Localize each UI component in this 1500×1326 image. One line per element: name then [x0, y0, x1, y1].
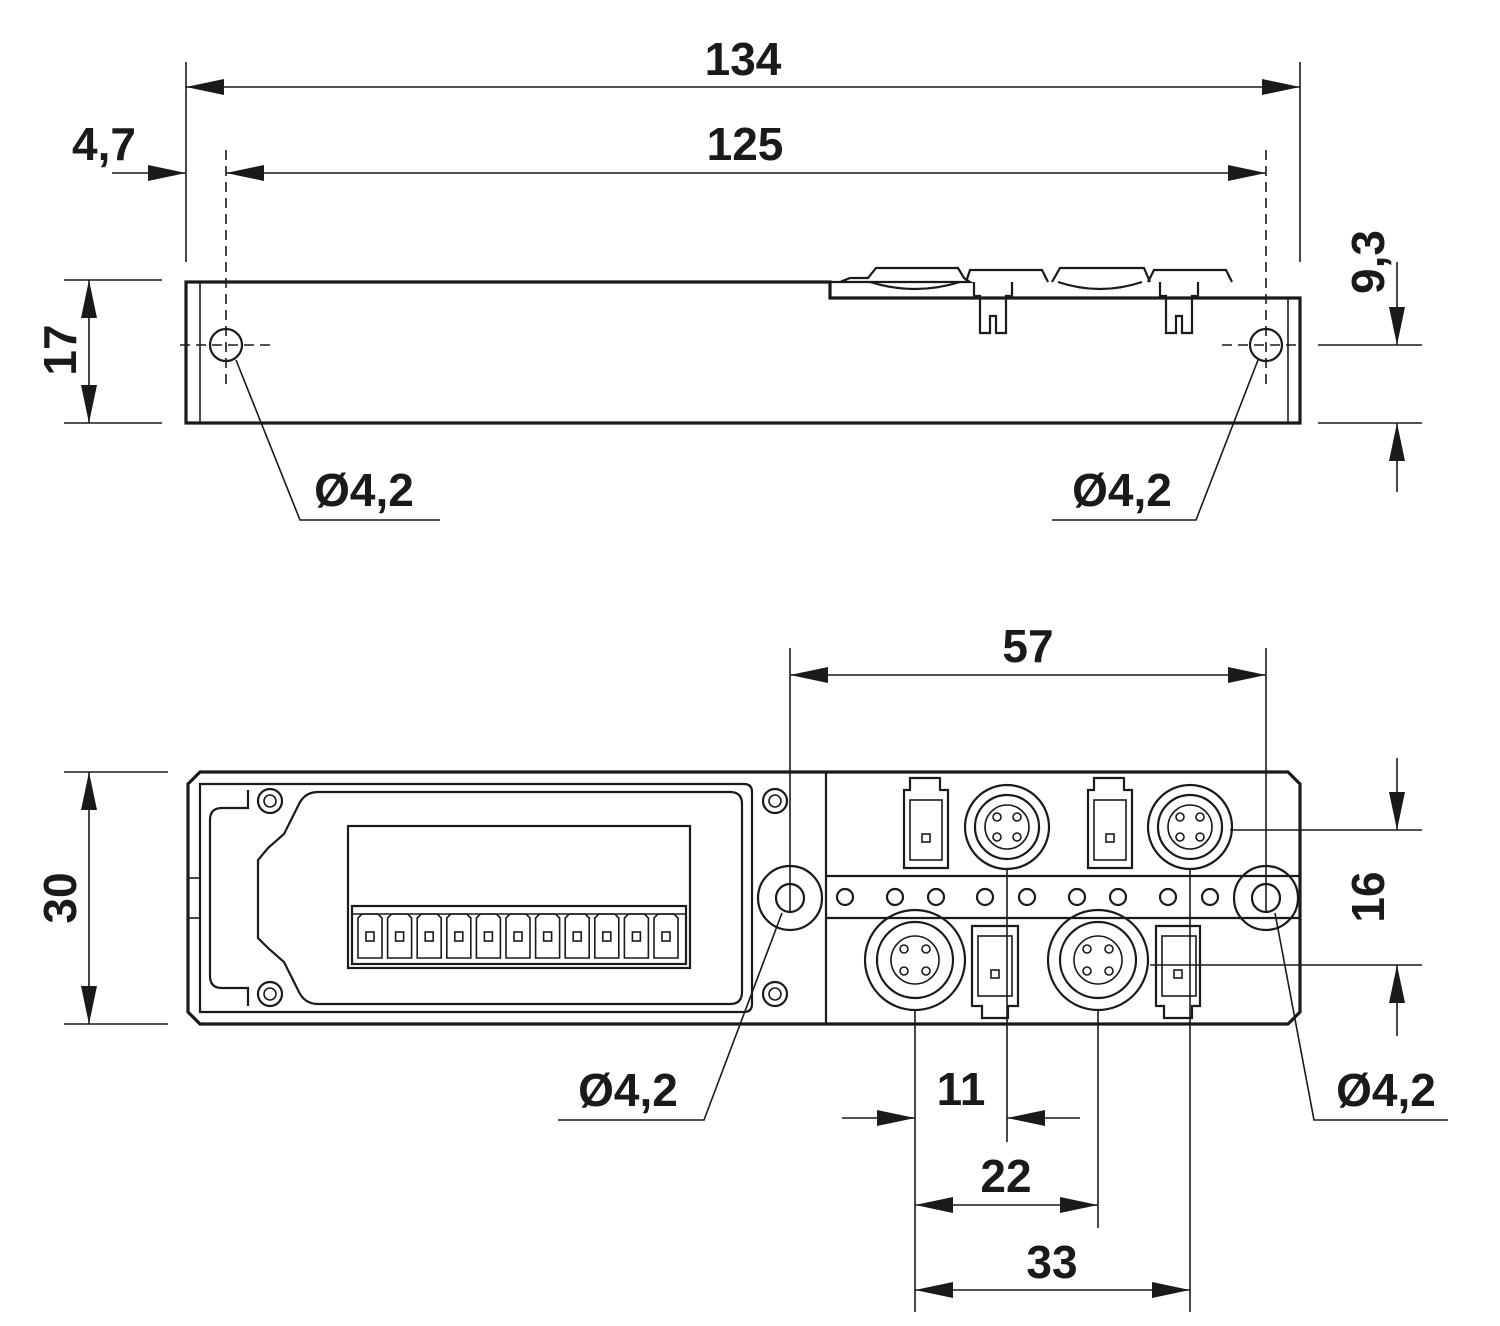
- led-row: [835, 887, 1220, 907]
- m8-connector-3: [863, 908, 967, 1012]
- terminal-pin: [653, 913, 679, 959]
- terminal-pin-contact: [483, 931, 494, 942]
- dim-pitch-33: 33: [1026, 1236, 1077, 1288]
- latches: [902, 776, 1202, 1020]
- dim-pitch-22: 22: [980, 1150, 1031, 1202]
- terminal-pin-contact: [513, 931, 523, 942]
- terminal-pin-contact: [424, 931, 435, 942]
- dim-height: 17: [34, 324, 86, 375]
- label-side-hole-left: Ø4,2: [314, 464, 414, 516]
- terminal-pin-contact: [572, 931, 583, 942]
- terminal-pin: [594, 913, 620, 959]
- terminal-pin: [475, 913, 502, 959]
- dim-hole-height: 9,3: [1342, 230, 1394, 294]
- terminal-pin-contact: [542, 931, 553, 942]
- dim-hole-to-hole: 57: [1002, 620, 1053, 672]
- terminal-pin-contact: [453, 931, 464, 942]
- display-window: [346, 824, 692, 970]
- m8-connector-1: [963, 783, 1051, 871]
- cover-screws: [256, 787, 789, 1008]
- terminal-block: [350, 904, 688, 966]
- led: [1108, 887, 1128, 907]
- terminal-pin-contact: [365, 931, 375, 942]
- terminal-cover: [198, 782, 754, 1014]
- side-view: 134 125 4,7 17 9,3 Ø4,2 Ø4,2: [34, 33, 1422, 521]
- led: [975, 887, 995, 907]
- m8-connector-2: [1146, 783, 1234, 871]
- terminal-pin: [386, 913, 413, 959]
- label-top-hole-left: Ø4,2: [578, 1064, 678, 1116]
- led: [1067, 887, 1087, 907]
- dim-width: 30: [34, 872, 86, 923]
- terminal-pin-contact: [601, 931, 612, 942]
- dim-hole-spacing: 125: [707, 118, 784, 170]
- top-view: 57 30 16 11 22 33 Ø4,2 Ø4,2: [34, 620, 1448, 1312]
- dim-connector-spacing: 16: [1342, 871, 1394, 922]
- terminal-pin: [564, 913, 590, 959]
- terminal-pin: [416, 913, 442, 959]
- terminal-pin: [357, 913, 383, 959]
- side-view-connectors: [830, 266, 1233, 335]
- terminal-pin-contact: [661, 931, 671, 942]
- led: [1200, 887, 1220, 907]
- terminal-pin: [446, 913, 472, 959]
- terminal-pins: [357, 913, 679, 959]
- terminal-pin-contact: [631, 931, 642, 942]
- top-view-body: [186, 770, 1302, 1026]
- terminal-pin: [623, 913, 650, 959]
- dim-hole-offset: 4,7: [72, 118, 136, 170]
- terminal-pin-contact: [394, 931, 405, 942]
- dim-pitch-11: 11: [937, 1063, 986, 1115]
- led: [1158, 887, 1178, 907]
- label-side-hole-right: Ø4,2: [1072, 464, 1172, 516]
- led: [926, 887, 946, 907]
- led: [885, 887, 905, 907]
- side-view-body: [184, 280, 1302, 425]
- dim-overall-length: 134: [705, 33, 782, 85]
- label-top-hole-right: Ø4,2: [1336, 1064, 1436, 1116]
- led: [835, 887, 855, 907]
- terminal-pin: [505, 913, 531, 959]
- m8-connector-4: [1046, 908, 1150, 1012]
- terminal-pin: [534, 913, 561, 959]
- led: [1017, 887, 1037, 907]
